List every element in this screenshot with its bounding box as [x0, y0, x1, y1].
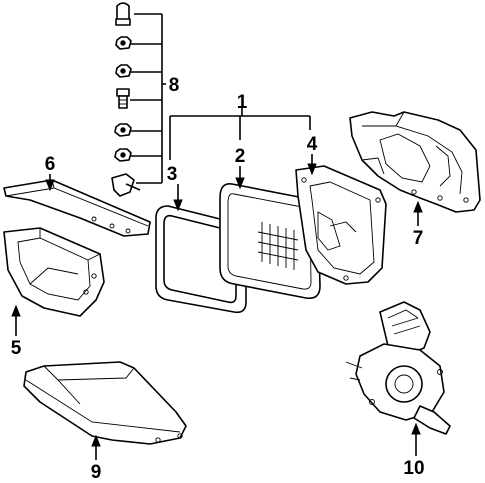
bulb-socket-icon — [115, 2, 131, 26]
upper-panel — [3, 179, 151, 237]
bolt-icon — [116, 88, 130, 109]
callout-8: 8 — [169, 75, 180, 96]
mounting-ring — [295, 165, 387, 285]
lens-pattern-icon — [257, 222, 299, 270]
callout-10: 10 — [403, 458, 424, 479]
nut-icon — [115, 36, 132, 50]
callout-2: 2 — [235, 146, 246, 167]
clip-icon — [111, 173, 141, 197]
callout-4: 4 — [307, 134, 318, 155]
housing-bracket — [3, 227, 105, 317]
retractor-motor — [345, 301, 451, 435]
nut-icon — [115, 64, 132, 78]
lower-panel — [23, 361, 187, 445]
callout-7: 7 — [413, 228, 424, 249]
callout-3: 3 — [167, 164, 178, 185]
callout-9: 9 — [91, 462, 102, 483]
callout-5: 5 — [11, 338, 22, 359]
nut-icon — [114, 123, 132, 137]
lamp-housing — [349, 111, 481, 213]
sealed-beam-lamp — [219, 182, 321, 300]
hardware-group — [111, 2, 166, 197]
nut-icon — [114, 148, 132, 162]
callout-1: 1 — [237, 92, 248, 113]
callout-labels: 1 2 3 4 5 6 7 8 9 10 — [11, 75, 425, 483]
leader-lines — [11, 108, 423, 460]
callout-6: 6 — [45, 154, 56, 175]
